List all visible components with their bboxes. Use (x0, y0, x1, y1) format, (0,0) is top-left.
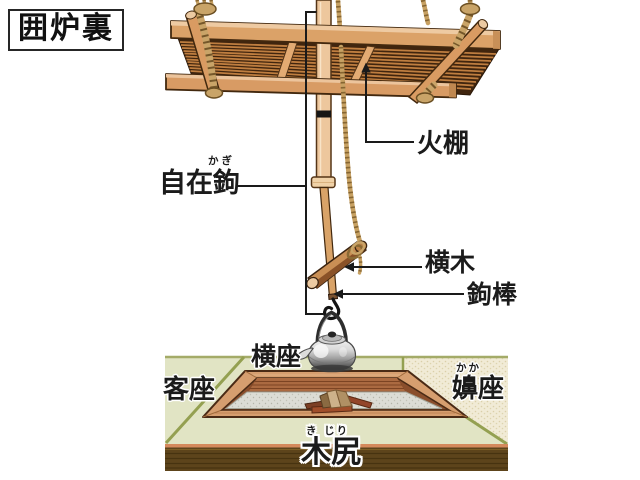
rope-lashings (193, 2, 481, 104)
label-hidana: 火棚 (417, 129, 470, 159)
tatami-edge-right (465, 415, 508, 446)
title-box: 囲炉裏 (8, 9, 124, 51)
pot-hook (323, 297, 341, 321)
leader-lines (236, 11, 464, 315)
kettle-knob (327, 331, 337, 338)
floor-planks (165, 444, 508, 471)
pole-band (316, 110, 331, 118)
diagram-title: 囲炉裏 (18, 11, 114, 46)
hidana-arrow (361, 62, 371, 73)
tatami-cream-mat (403, 356, 508, 444)
shelf-back-beam (170, 20, 501, 50)
tatami-edge-left (164, 355, 246, 445)
iron-kettle (293, 310, 357, 373)
shelf-front-beam (165, 73, 457, 99)
label-kakaza: 嬶座 (452, 374, 505, 404)
label-kagibo: 鉤棒 (467, 280, 518, 309)
label-kijiri: 木尻 (301, 435, 361, 470)
label-kyakuza: 客座 (163, 375, 216, 405)
fire-shelf (165, 0, 501, 179)
label-jizaikagi: 自在鉤 (159, 168, 240, 199)
hanging-rope (338, 44, 364, 248)
furigana-kagi: かぎ (208, 155, 235, 167)
jizaikagi-bracket (305, 11, 324, 315)
yokogi-arrow (344, 262, 354, 272)
kagibo-arrow (333, 289, 343, 299)
hidana-leader (365, 71, 414, 143)
label-yokogi: 横木 (425, 248, 476, 277)
kettle-bail (315, 310, 348, 351)
label-yokoza: 横座 (251, 342, 302, 371)
yokogi-stick (306, 240, 368, 290)
furigana-kijiri: き じり (306, 425, 350, 437)
shelf-end-stick-right (407, 19, 489, 105)
firewood (304, 389, 373, 414)
furigana-kaka: かか (456, 362, 481, 374)
